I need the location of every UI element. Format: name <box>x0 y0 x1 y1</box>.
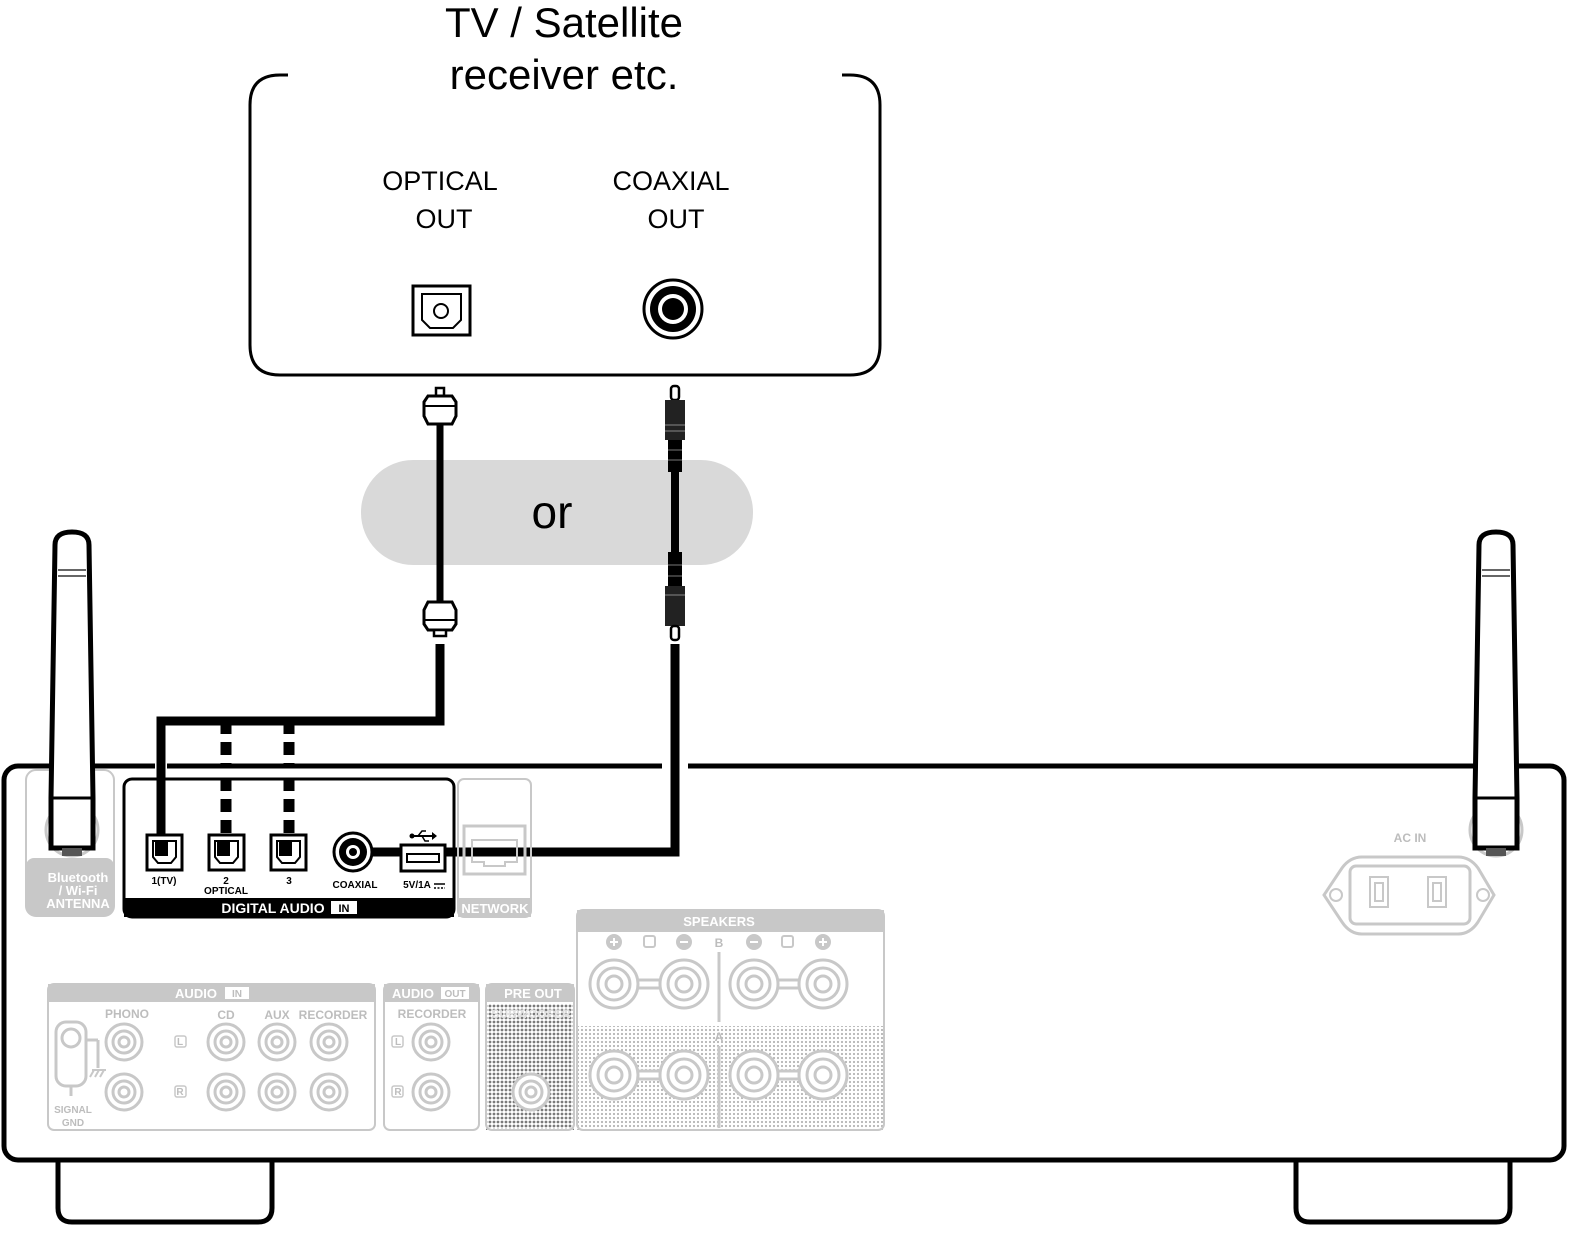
digital-audio-label: DIGITAL AUDIO <box>221 900 324 916</box>
subwoofer-label: SUBWOOFER <box>491 1007 571 1021</box>
pre-out-label: PRE OUT <box>504 986 562 1001</box>
antenna-label-line3: ANTENNA <box>46 896 110 911</box>
usb-port-icon <box>399 830 447 873</box>
coaxial-in-jack-icon <box>332 831 374 873</box>
audio-out-r-label: R <box>394 1087 402 1098</box>
audio-out-badge: OUT <box>444 989 465 1000</box>
coaxial-cable <box>665 384 685 642</box>
aux-label: AUX <box>264 1008 289 1022</box>
source-title-line1: TV / Satellite <box>445 0 683 46</box>
coaxial-out-label-2: OUT <box>648 204 705 234</box>
network-port <box>457 778 532 918</box>
cd-label: CD <box>217 1008 235 1022</box>
or-label: or <box>532 486 573 538</box>
optical-out-label-1: OPTICAL <box>382 166 498 196</box>
optical-out-jack-icon <box>411 284 472 337</box>
audio-out-section <box>383 983 480 1131</box>
recorder-out-label: RECORDER <box>398 1007 467 1021</box>
gnd-label: GND <box>62 1118 84 1129</box>
network-label: NETWORK <box>461 901 529 916</box>
ac-inlet-icon <box>1322 855 1496 936</box>
optical-in-1-label: 1(TV) <box>152 876 177 887</box>
audio-out-label: AUDIO <box>392 986 434 1001</box>
audio-in-badge: IN <box>232 989 242 1000</box>
digital-audio-in-badge: IN <box>339 903 350 915</box>
coaxial-plug-top-icon <box>665 384 685 472</box>
pre-out-section <box>485 983 575 1131</box>
audio-out-l-label: L <box>395 1037 401 1048</box>
source-title-line2: receiver etc. <box>450 51 679 98</box>
optical-out-label-2: OUT <box>416 204 473 234</box>
coaxial-out-jack-icon <box>642 278 704 340</box>
antenna-label-line2: / Wi-Fi <box>59 883 98 898</box>
audio-in-section <box>47 983 376 1131</box>
recorder-in-label: RECORDER <box>299 1008 368 1022</box>
phono-label: PHONO <box>105 1007 149 1021</box>
coaxial-in-label: COAXIAL <box>333 880 378 891</box>
usb-label: 5V/1A <box>403 880 431 891</box>
coaxial-out-label-1: COAXIAL <box>612 166 729 196</box>
speakers-a-label: A <box>715 1030 724 1044</box>
optical-plug-bottom-icon <box>422 600 458 638</box>
speakers-section <box>576 909 885 1131</box>
speakers-l-label: L <box>785 938 791 949</box>
speakers-label: SPEAKERS <box>683 914 755 929</box>
source-device: TV / Satellite receiver etc. OPTICAL OUT… <box>248 0 882 377</box>
audio-in-l-label: L <box>177 1037 183 1048</box>
speakers-b-label: B <box>715 936 724 950</box>
ac-in-label: AC IN <box>1394 831 1427 845</box>
signal-label: SIGNAL <box>54 1105 92 1116</box>
speakers-r-label: R <box>646 938 654 949</box>
optical-in-2-label: 2 <box>223 876 229 887</box>
optical-plug-top-icon <box>422 386 458 426</box>
digital-audio-panel: 1(TV) 2 OPTICAL 3 COAXIAL 5V/1A DIGITAL … <box>122 644 680 919</box>
optical-group-label: OPTICAL <box>204 886 248 897</box>
optical-in-3-label: 3 <box>286 876 292 887</box>
audio-in-label: AUDIO <box>175 986 217 1001</box>
coaxial-plug-bottom-icon <box>665 552 685 642</box>
left-antenna-icon <box>25 529 115 917</box>
antenna-label-line1: Bluetooth <box>48 870 109 885</box>
optical-in-1-jack-icon <box>145 833 184 872</box>
right-antenna-icon <box>1468 529 1524 858</box>
audio-in-r-label: R <box>176 1087 184 1098</box>
or-band <box>361 460 753 565</box>
